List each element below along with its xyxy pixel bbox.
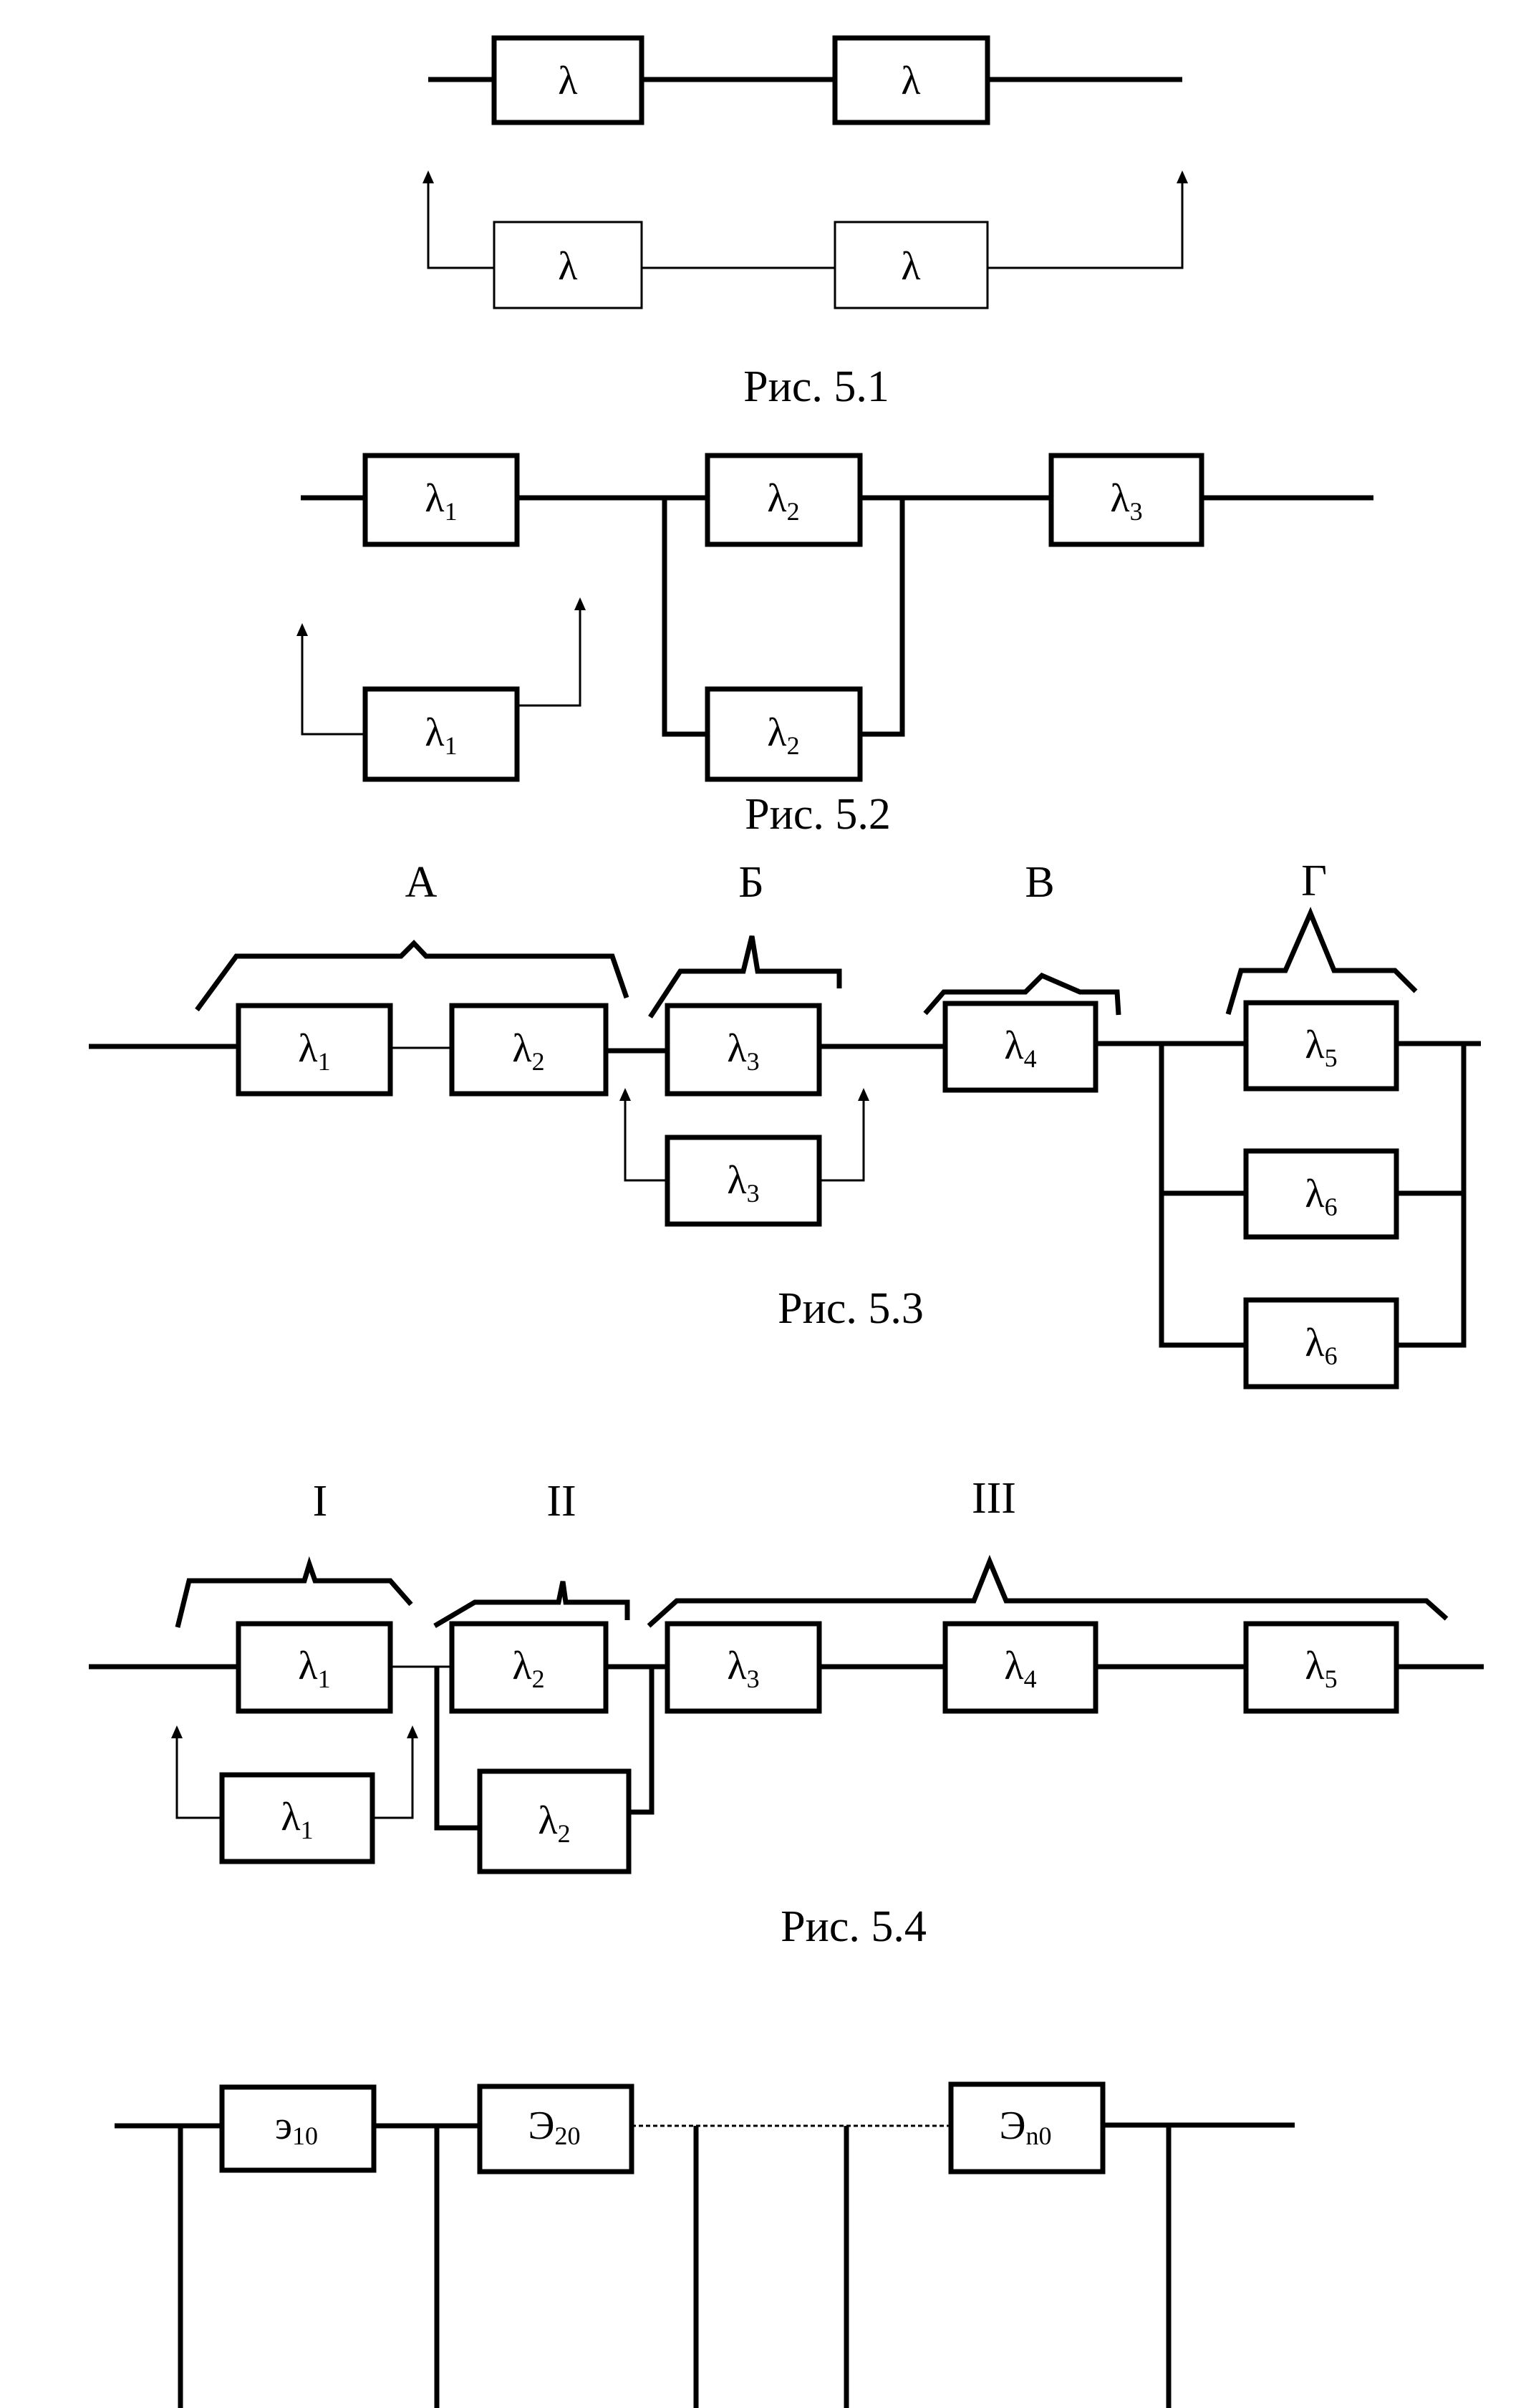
figure-5-1 <box>422 35 1188 309</box>
block-5-2-l1 <box>362 453 520 547</box>
label-5-1-b: λ <box>901 59 920 103</box>
block-5-2-l2-parallel <box>705 686 863 782</box>
block-5-4-l1 <box>236 1621 393 1714</box>
brace-g <box>1225 907 1418 1015</box>
label-5-3-l1: λ1 <box>298 1026 330 1076</box>
brace-i <box>175 1556 413 1628</box>
figure-5-4 <box>89 1554 1484 1874</box>
label-5-3-l6-a: λ6 <box>1305 1172 1337 1221</box>
standby-wires <box>624 1098 865 1182</box>
label-en0: Эn0 <box>1000 2104 1052 2150</box>
block-5-4-l3 <box>665 1621 822 1714</box>
group-label-i: I <box>313 1477 328 1526</box>
standby-wires <box>301 607 581 736</box>
figure-5-5 <box>115 2081 1295 2408</box>
group-braces <box>195 907 1418 1018</box>
caption-fig-5-2: Рис. 5.2 <box>745 790 891 839</box>
block-5-4-l5 <box>1243 1621 1399 1714</box>
arrow-head-right <box>407 1725 418 1738</box>
label-5-4-l4: λ4 <box>1004 1644 1036 1693</box>
label-5-4-l1-standby: λ1 <box>281 1795 313 1844</box>
block-5-4-l1-standby <box>219 1772 375 1864</box>
group-label-iii: III <box>972 1474 1016 1523</box>
label-5-3-l3: λ3 <box>727 1026 759 1076</box>
standby-chain-wires <box>427 181 1184 269</box>
brace-v <box>923 972 1121 1016</box>
block-5-2-l2 <box>705 453 863 547</box>
label-5-3-l3-standby: λ3 <box>727 1158 759 1208</box>
block-5-1-c <box>493 221 643 309</box>
label-5-2-l1: λ1 <box>425 476 457 526</box>
label-5-3-l5: λ5 <box>1305 1023 1337 1072</box>
label-5-4-l2: λ2 <box>512 1644 544 1693</box>
figure-5-2 <box>296 453 1373 782</box>
arrow-head-right <box>574 597 586 610</box>
block-5-3-l6-b <box>1243 1297 1399 1390</box>
block-5-4-l2 <box>449 1621 609 1714</box>
brace-ii <box>433 1581 630 1629</box>
block-5-4-l2-parallel <box>477 1768 632 1874</box>
label-5-4-l5: λ5 <box>1305 1644 1337 1693</box>
arrow-head-right <box>1177 170 1188 183</box>
arrow-head-left <box>171 1725 183 1738</box>
group-label-a: А <box>405 858 438 907</box>
figure-5-3 <box>89 907 1481 1390</box>
block-5-3-l6-a <box>1243 1148 1399 1240</box>
label-5-3-l6-b: λ6 <box>1305 1321 1337 1370</box>
block-5-3-l4 <box>942 1001 1098 1093</box>
group-label-b: Б <box>738 858 764 907</box>
brace-iii <box>647 1554 1449 1628</box>
brace-b <box>648 935 842 1018</box>
label-5-2-l2: λ2 <box>767 476 799 526</box>
label-5-3-l2: λ2 <box>512 1026 544 1076</box>
block-5-2-l1-standby <box>362 686 520 782</box>
block-5-4-l4 <box>942 1621 1098 1714</box>
label-e10: э10 <box>275 2104 318 2150</box>
caption-fig-5-3: Рис. 5.3 <box>778 1284 924 1333</box>
label-5-4-l1: λ1 <box>298 1644 330 1693</box>
label-5-1-d: λ <box>901 244 920 289</box>
group-braces <box>175 1554 1449 1629</box>
group-label-ii: II <box>546 1477 576 1526</box>
label-5-4-l2-parallel: λ2 <box>538 1798 570 1848</box>
block-5-3-l3-standby <box>665 1135 822 1227</box>
vertical-legs <box>178 2125 1172 2408</box>
group-label-v: В <box>1025 858 1054 907</box>
caption-fig-5-4: Рис. 5.4 <box>781 1902 927 1951</box>
group-label-g: Г <box>1301 857 1327 905</box>
main-chain-wires <box>301 495 1373 737</box>
standby-wires <box>175 1735 414 1819</box>
block-en0 <box>948 2081 1106 2175</box>
block-e20 <box>477 2084 634 2175</box>
label-5-4-l3: λ3 <box>727 1644 759 1693</box>
block-5-2-l3 <box>1048 453 1204 547</box>
block-e10 <box>219 2084 377 2173</box>
brace-a <box>195 939 629 1012</box>
arrow-head-right <box>858 1088 869 1101</box>
arrow-head-left <box>619 1088 631 1101</box>
block-5-3-l2 <box>449 1003 609 1097</box>
label-5-2-l3: λ3 <box>1110 476 1142 526</box>
caption-fig-5-1: Рис. 5.1 <box>743 362 889 411</box>
arrow-head-left <box>422 170 434 183</box>
label-5-3-l4: λ4 <box>1004 1024 1036 1073</box>
label-5-1-a: λ <box>558 59 577 103</box>
block-5-3-l1 <box>236 1003 393 1097</box>
main-chain-wires <box>89 1664 1484 1831</box>
arrow-head-left <box>296 623 308 636</box>
main-line <box>115 2122 1295 2129</box>
label-5-2-l2-parallel: λ2 <box>767 711 799 760</box>
block-5-3-l5 <box>1243 1000 1399 1092</box>
main-chain-wires <box>89 1041 1481 1348</box>
label-5-2-l1-standby: λ1 <box>425 711 457 760</box>
label-e20: Э20 <box>528 2104 581 2150</box>
block-5-1-d <box>834 221 989 309</box>
block-5-1-b <box>832 35 990 125</box>
block-5-3-l3 <box>665 1003 822 1097</box>
label-5-1-c: λ <box>558 244 577 289</box>
block-5-1-a <box>491 35 644 125</box>
